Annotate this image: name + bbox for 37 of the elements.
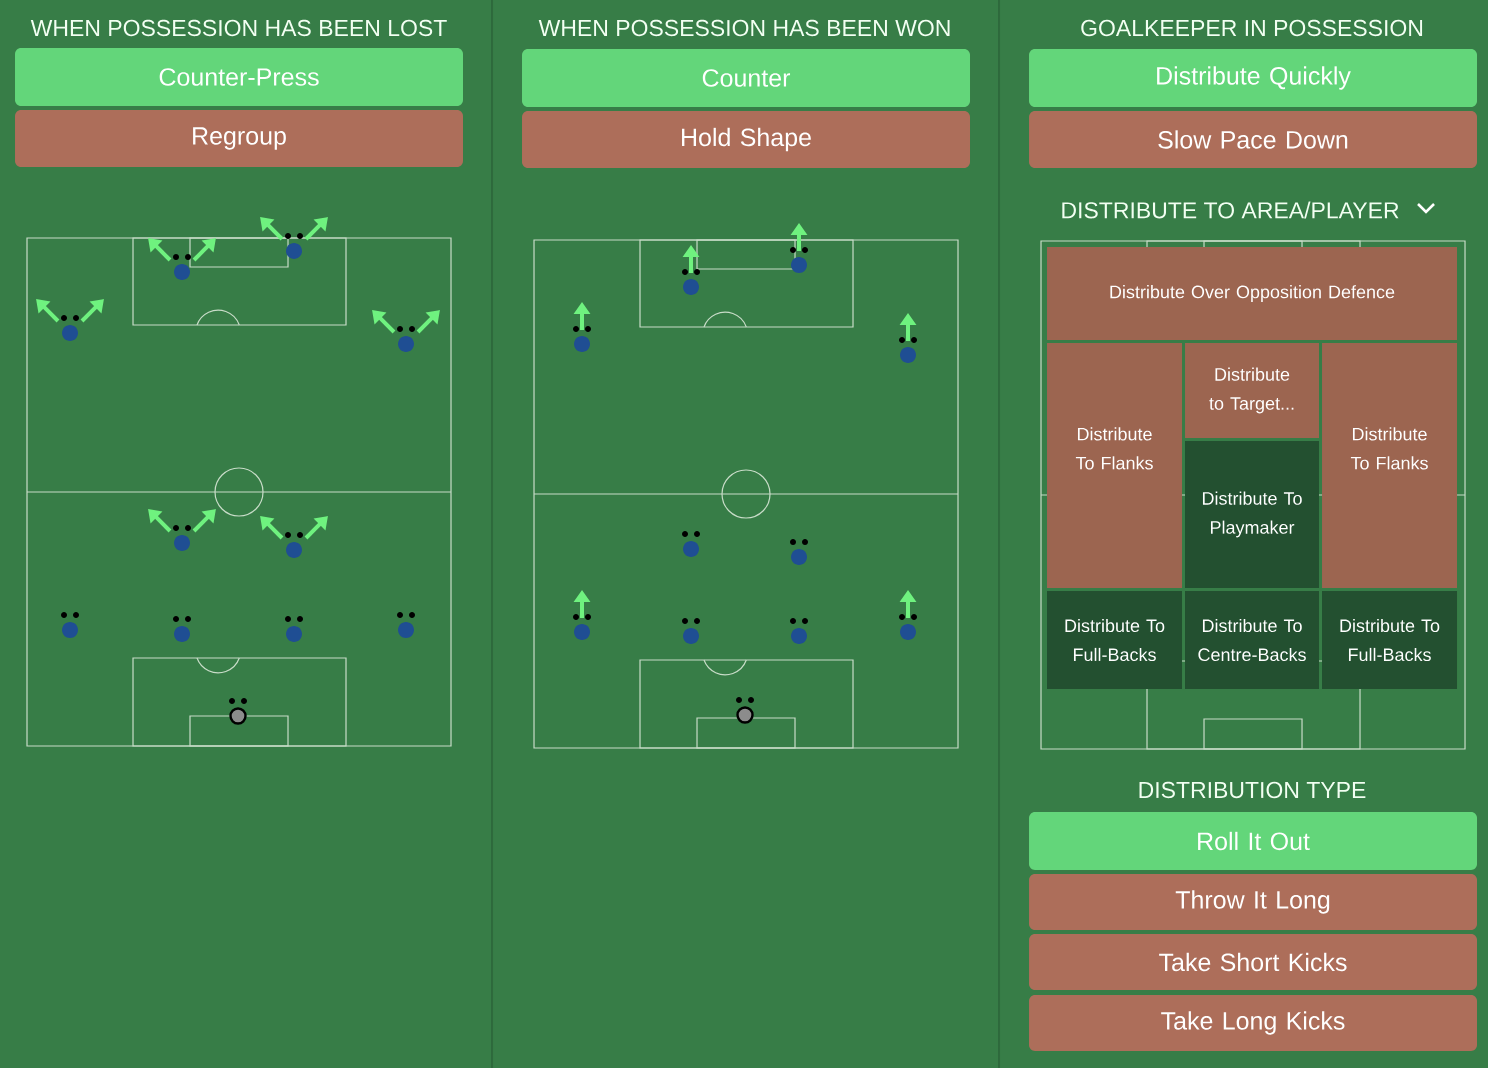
- pitch-zone: [1185, 591, 1319, 689]
- pitch-zone: [1185, 441, 1319, 588]
- node-label: Distribute To Centre-Backs: [1198, 618, 1306, 662]
- option-button: [15, 110, 463, 167]
- pitch-zone: [1185, 343, 1319, 438]
- pitch-zone: [1047, 343, 1182, 588]
- node-label: Distribute to Target...: [1209, 367, 1294, 414]
- option-button: [1029, 934, 1477, 990]
- node-label: Distribute Quickly: [1157, 66, 1351, 90]
- pitch-zone: [1047, 247, 1457, 340]
- node-label: Hold Shape: [682, 127, 811, 152]
- node-label: Distribute To Full-Backs: [1340, 618, 1440, 662]
- node-label: Distribute To Flanks: [1075, 427, 1153, 470]
- node-label: Throw It Long: [1175, 890, 1330, 914]
- option-button: [522, 49, 970, 107]
- option-button: [522, 111, 970, 168]
- node-label: Distribute To Flanks: [1350, 427, 1428, 470]
- option-button: [1029, 812, 1477, 870]
- section-heading: DISTRIBUTE TO AREA/PLAYER: [1062, 201, 1399, 219]
- node-label: Distribute To Playmaker: [1202, 491, 1302, 538]
- option-button: [1029, 49, 1477, 107]
- node-label: Regroup: [193, 127, 286, 150]
- option-button: [15, 48, 463, 106]
- node-label: Roll It Out: [1198, 831, 1310, 851]
- node-label: Take Short Kicks: [1159, 952, 1347, 972]
- pitch-zone: [1047, 591, 1182, 689]
- option-button: [1029, 874, 1477, 930]
- node-label: Counter: [702, 69, 791, 87]
- node-label: Take Long Kicks: [1161, 1011, 1345, 1035]
- node-label: Distribute Over Opposition Defence: [1110, 285, 1395, 302]
- pitch-zone: [1322, 343, 1457, 588]
- pitch-zone: [1322, 591, 1457, 689]
- node-label: Counter-Press: [159, 68, 319, 86]
- option-button: [1029, 995, 1477, 1051]
- option-button: [1029, 111, 1477, 168]
- node-label: Slow Pace Down: [1158, 130, 1348, 149]
- node-label: Distribute To Full-Backs: [1065, 618, 1165, 662]
